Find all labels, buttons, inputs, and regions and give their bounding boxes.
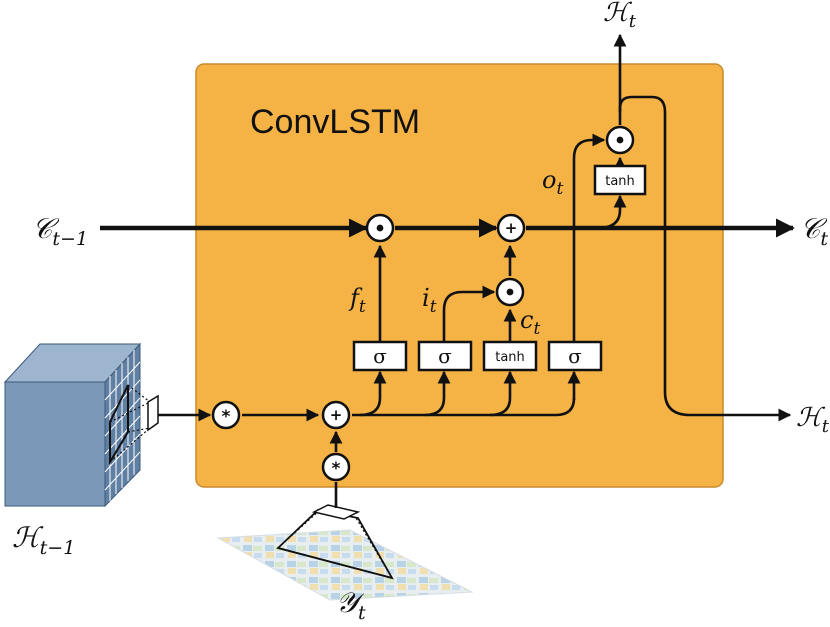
label-c-prev: 𝒞t−1 — [32, 212, 88, 250]
output-gate-sigma: σ — [547, 340, 603, 372]
to-candidate-wire — [489, 370, 517, 417]
output-multiply-op — [605, 125, 635, 155]
svg-text:it: it — [422, 284, 437, 317]
input-multiply-op — [495, 277, 525, 307]
to-forget-gate-wire — [359, 370, 387, 417]
svg-text:+: + — [505, 219, 518, 237]
svg-text:σ: σ — [438, 344, 452, 368]
input-frames — [216, 504, 474, 601]
convlstm-cell — [195, 63, 724, 488]
svg-text:ℋt: ℋt — [603, 0, 637, 32]
hidden-conv-op: * — [211, 400, 241, 430]
label-h-top: ℋt — [603, 0, 637, 32]
svg-text:+: + — [330, 406, 343, 424]
label-input: it — [422, 284, 437, 317]
candidate-tanh: tanh — [482, 340, 538, 372]
input-gate-sigma: σ — [417, 340, 473, 372]
label-h-right: ℋt — [796, 403, 830, 437]
cell-title: ConvLSTM — [250, 103, 420, 141]
adder-distribution-wire — [352, 397, 576, 417]
svg-text:σ: σ — [568, 344, 582, 368]
svg-text:ℋt: ℋt — [796, 403, 830, 437]
forget-multiply-op — [365, 213, 395, 243]
label-output: ot — [542, 166, 563, 199]
label-h-prev: ℋt−1 — [12, 521, 75, 559]
svg-text:ct: ct — [520, 306, 540, 339]
svg-text:σ: σ — [373, 344, 387, 368]
cellstate-to-tanh-wire — [597, 194, 627, 230]
h-branch-wire — [618, 95, 792, 422]
label-candidate: ct — [520, 306, 540, 339]
svg-text:*: * — [222, 407, 231, 427]
cell-add-op: + — [496, 213, 526, 243]
svg-text:*: * — [332, 459, 341, 479]
output-tanh: tanh — [593, 164, 647, 196]
svg-text:𝒞t−1: 𝒞t−1 — [32, 212, 88, 250]
label-c-out: 𝒞t — [800, 212, 828, 250]
svg-text:ot: ot — [542, 166, 563, 199]
svg-text:tanh: tanh — [495, 350, 525, 365]
input-add-op: + — [321, 400, 351, 430]
forget-gate-sigma: σ — [352, 340, 408, 372]
input-conv-op: * — [321, 452, 351, 482]
input-gate-to-mult-wire — [442, 285, 496, 342]
output-gate-to-mult-wire — [572, 133, 606, 342]
svg-text:tanh: tanh — [605, 174, 635, 189]
svg-text:ℋt−1: ℋt−1 — [12, 521, 75, 559]
svg-text:𝒞t: 𝒞t — [800, 212, 828, 250]
input-cube — [3, 342, 159, 508]
to-input-gate-wire — [424, 370, 451, 417]
